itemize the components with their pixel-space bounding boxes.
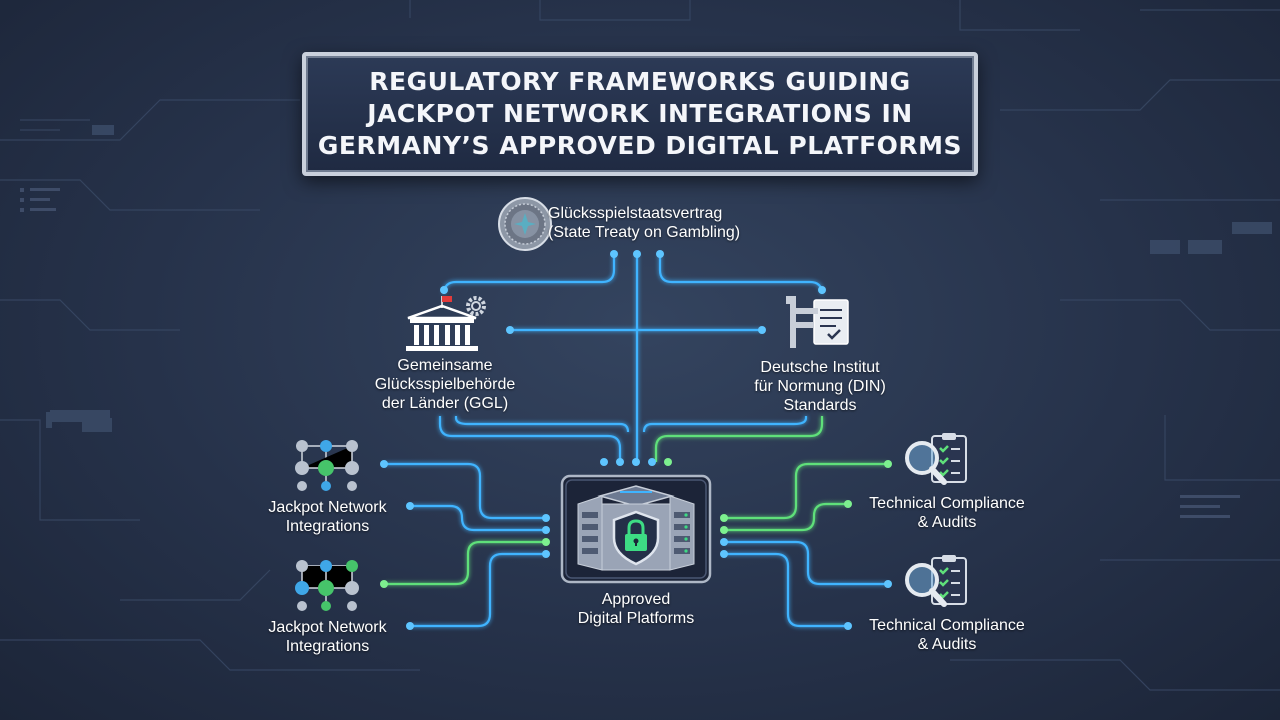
- wire-dots: [380, 250, 892, 630]
- wire-din-a: [654, 416, 824, 462]
- din-label: Deutsche Institut für Normung (DIN) Stan…: [754, 359, 886, 414]
- jackpot-label-2: Jackpot Network Integrations: [268, 619, 387, 655]
- magnifier-checklist-icon: [905, 555, 967, 607]
- network-gears-icon: [295, 560, 359, 611]
- wire-audit1-top: [724, 462, 888, 520]
- wire-ggl-a: [438, 416, 622, 462]
- network-gears-icon: [295, 440, 359, 491]
- government-building-icon: [406, 296, 486, 351]
- ggl-label: Gemeinsame Glücksspielbehörde der Länder…: [374, 357, 516, 412]
- jackpot-label-1: Jackpot Network Integrations: [268, 499, 387, 535]
- wire-jp2-top: [384, 540, 546, 586]
- secure-server-icon: [560, 474, 712, 584]
- page-title: REGULATORY FRAMEWORKS GUIDING JACKPOT NE…: [317, 67, 963, 160]
- wire-audit1-mid: [724, 502, 848, 532]
- wire-jp1-top: [384, 462, 546, 520]
- wire-ggl-b: [454, 416, 630, 433]
- wire-jp2-bot: [410, 552, 546, 628]
- platform-label: Approved Digital Platforms: [577, 591, 695, 627]
- wire-jp1-mid: [410, 504, 546, 532]
- audit-label-2: Technical Compliance & Audits: [869, 617, 1025, 653]
- seal-icon: [498, 197, 552, 251]
- wire-audit2-top: [724, 540, 888, 586]
- magnifier-checklist-icon: [905, 433, 967, 485]
- wire-treaty-right: [658, 254, 824, 295]
- wire-din-b: [642, 416, 808, 433]
- wire-audit2-bot: [724, 552, 848, 628]
- title-panel: REGULATORY FRAMEWORKS GUIDING JACKPOT NE…: [302, 52, 978, 176]
- audit-label-1: Technical Compliance & Audits: [869, 495, 1025, 531]
- treaty-label: Glücksspielstaatsvertrag (State Treaty o…: [548, 205, 741, 241]
- caliper-document-icon: [786, 296, 849, 348]
- wire-treaty-left: [442, 254, 616, 295]
